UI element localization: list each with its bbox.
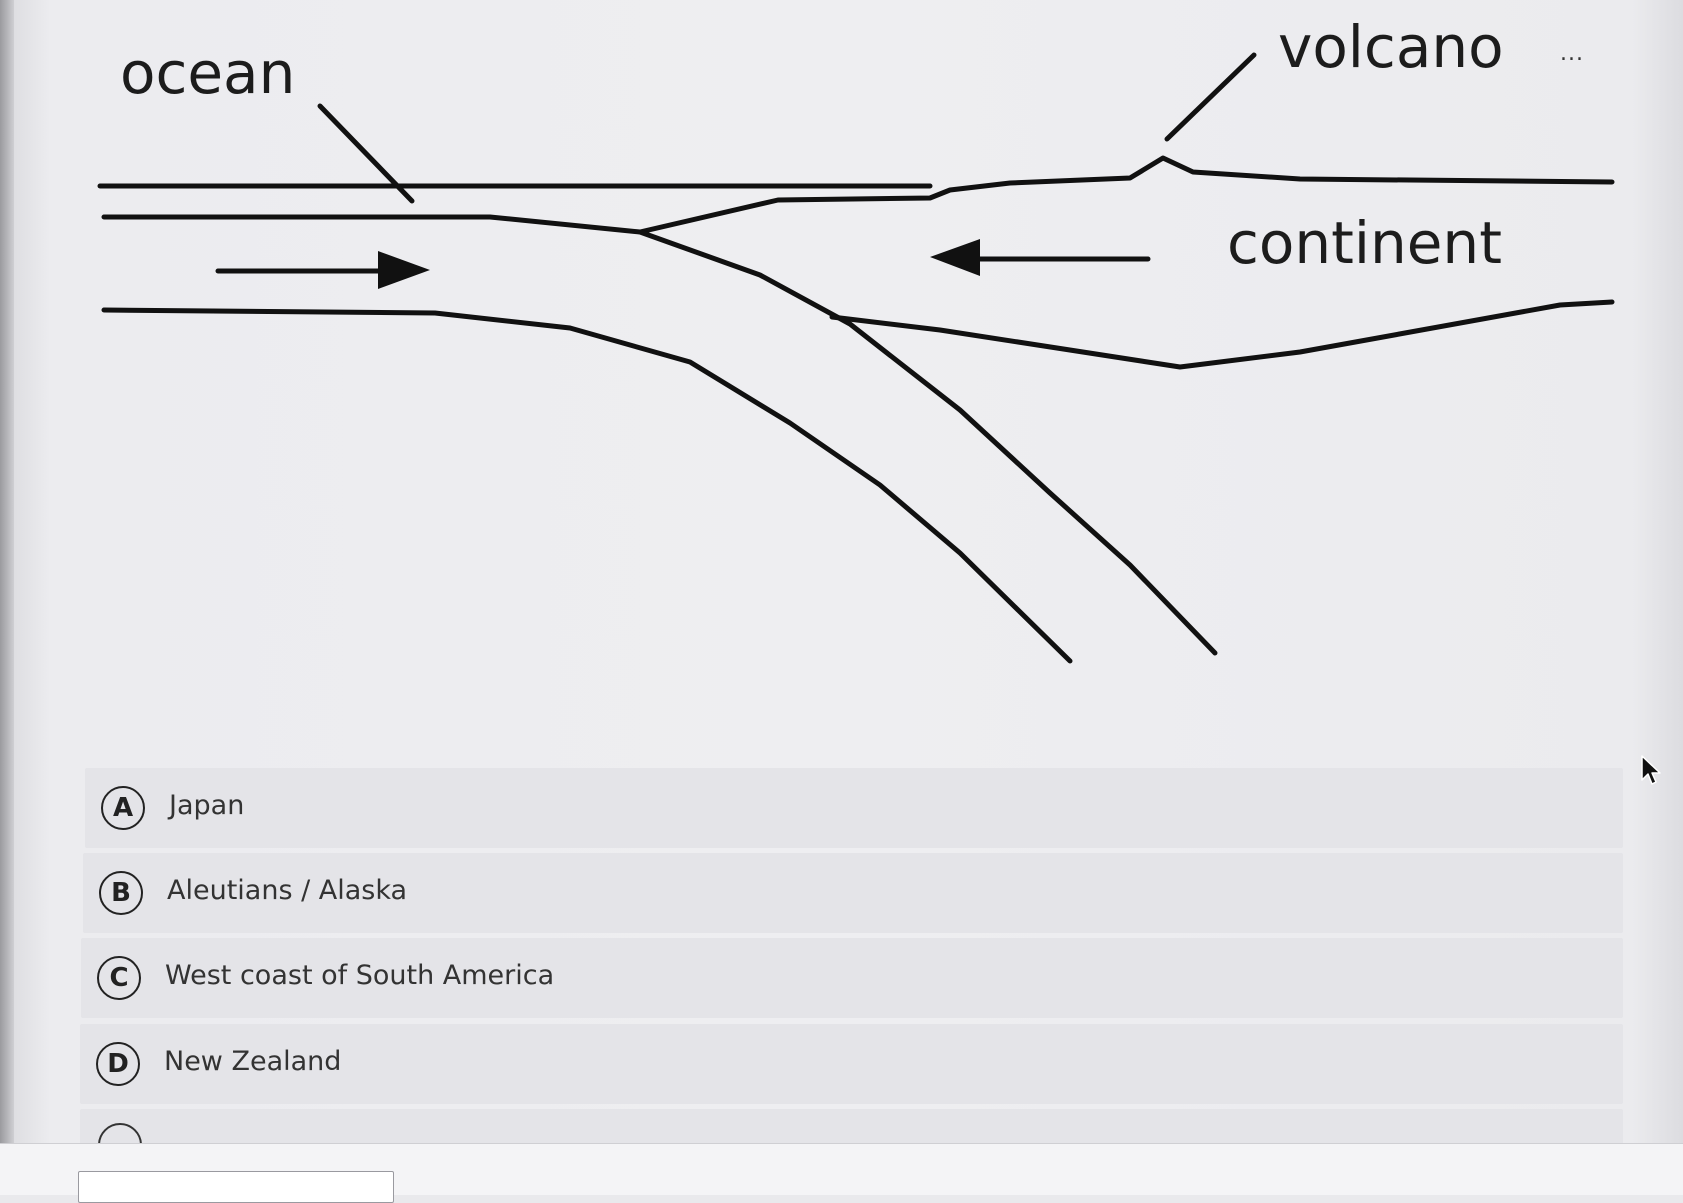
- plate-motion-arrow-right-head: [378, 251, 430, 289]
- volcano-label: volcano: [1278, 13, 1504, 81]
- option-label: New Zealand: [164, 1046, 342, 1077]
- option-label: West coast of South America: [165, 960, 555, 991]
- subduction-diagram-svg: [97, 52, 1615, 664]
- more-options-button[interactable]: ...: [1560, 41, 1584, 66]
- option-label: Japan: [169, 790, 245, 821]
- answer-option-partial[interactable]: [80, 1109, 1623, 1167]
- volcano-leader-line: [1164, 52, 1257, 142]
- option-letter-badge: B: [99, 871, 143, 915]
- option-letter-badge: D: [96, 1042, 140, 1086]
- oceanic-plate-top: [101, 214, 1218, 656]
- continent-crust-base: [829, 299, 1615, 370]
- plate-motion-arrow-left-head: [930, 239, 980, 276]
- bottom-action-button[interactable]: [78, 1171, 394, 1203]
- continent-surface-line: [637, 155, 1615, 235]
- option-letter-badge: C: [97, 956, 141, 1000]
- option-letter-badge: A: [101, 786, 145, 830]
- oceanic-plate-bottom: [101, 307, 1073, 664]
- ocean-leader-line: [317, 103, 415, 204]
- answer-option-a[interactable]: A Japan: [85, 768, 1623, 848]
- mouse-cursor-icon: [1640, 754, 1662, 788]
- continent-label: continent: [1227, 209, 1502, 277]
- answer-option-d[interactable]: D New Zealand: [80, 1024, 1623, 1104]
- option-label: Aleutians / Alaska: [167, 875, 408, 906]
- ocean-label: ocean: [120, 39, 296, 107]
- left-edge-shadow: [0, 0, 14, 1194]
- answer-option-c[interactable]: C West coast of South America: [81, 938, 1623, 1018]
- answer-option-b[interactable]: B Aleutians / Alaska: [83, 853, 1623, 933]
- subduction-diagram: ocean volcano continent ...: [97, 13, 1615, 664]
